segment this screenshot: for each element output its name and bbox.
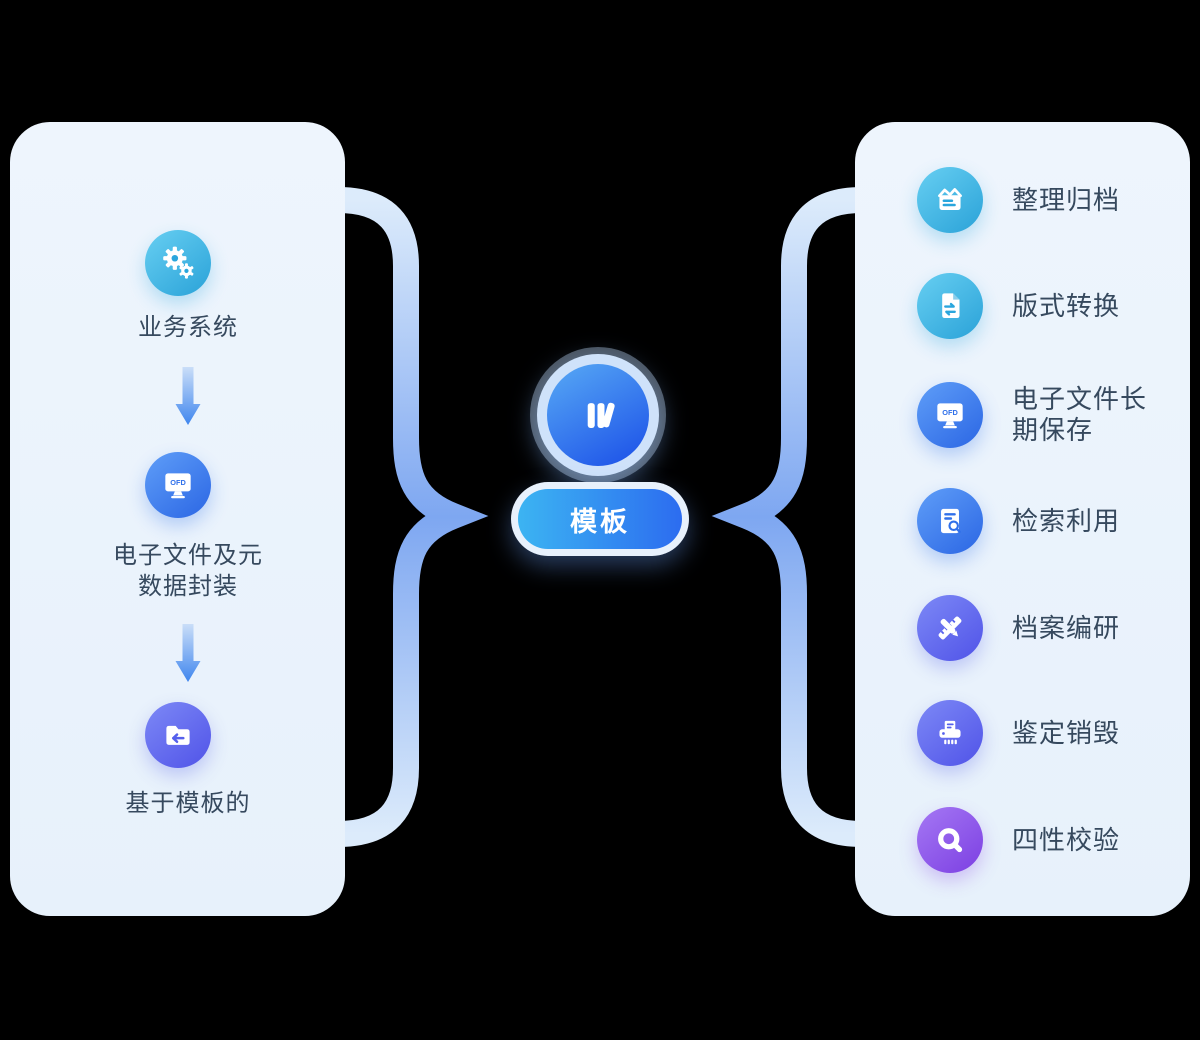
ofd-icon-text: OFD bbox=[942, 408, 958, 417]
list-item-label: 电子文件长期保存 bbox=[1012, 384, 1148, 445]
list-item-format-convert: 版式转换 bbox=[917, 258, 1187, 354]
list-item-retrieval: 检索利用 bbox=[917, 473, 1187, 569]
template-badge-label: 模板 bbox=[518, 489, 682, 549]
list-item-archive: 整理归档 bbox=[917, 152, 1187, 248]
folder-return-icon bbox=[145, 702, 211, 768]
list-item-label: 整理归档 bbox=[1012, 184, 1121, 215]
shredder-icon bbox=[917, 700, 983, 766]
list-item-label: 鉴定销毁 bbox=[1012, 717, 1121, 748]
list-item-destruction: 鉴定销毁 bbox=[917, 685, 1187, 781]
pen-ruler-icon bbox=[917, 595, 983, 661]
ofd-monitor-icon: OFD bbox=[145, 452, 211, 518]
ofd-monitor-icon: OFD bbox=[917, 382, 983, 448]
hub-circle bbox=[537, 354, 659, 476]
right-panel bbox=[855, 122, 1190, 916]
left-panel: 业务系统 OFD 电子文件及元数据封装 bbox=[10, 122, 345, 916]
list-item-label: 检索利用 bbox=[1012, 505, 1121, 536]
library-books-icon bbox=[547, 364, 649, 466]
list-item-longterm-storage: OFD 电子文件长期保存 bbox=[917, 367, 1187, 463]
gears-icon bbox=[145, 230, 211, 296]
template-badge: 模板 bbox=[511, 482, 689, 556]
list-item-label: 版式转换 bbox=[1012, 290, 1121, 321]
list-item-label: 四性校验 bbox=[1012, 824, 1121, 855]
list-item-research: 档案编研 bbox=[917, 580, 1187, 676]
document-convert-icon bbox=[917, 273, 983, 339]
ofd-icon-text: OFD bbox=[170, 478, 186, 487]
step-label-efile-packaging: 电子文件及元数据封装 bbox=[113, 542, 263, 600]
down-arrow-icon bbox=[175, 624, 201, 682]
archive-box-icon bbox=[917, 167, 983, 233]
down-arrow-icon bbox=[175, 367, 201, 425]
list-item-label: 档案编研 bbox=[1012, 612, 1121, 643]
step-label-business-system: 业务系统 bbox=[138, 314, 238, 341]
verify-search-icon bbox=[917, 807, 983, 873]
left-brace bbox=[337, 187, 489, 847]
right-brace bbox=[711, 187, 863, 847]
step-label-template-based: 基于模板的 bbox=[125, 790, 251, 817]
list-item-verification: 四性校验 bbox=[917, 792, 1187, 888]
document-search-icon bbox=[917, 488, 983, 554]
